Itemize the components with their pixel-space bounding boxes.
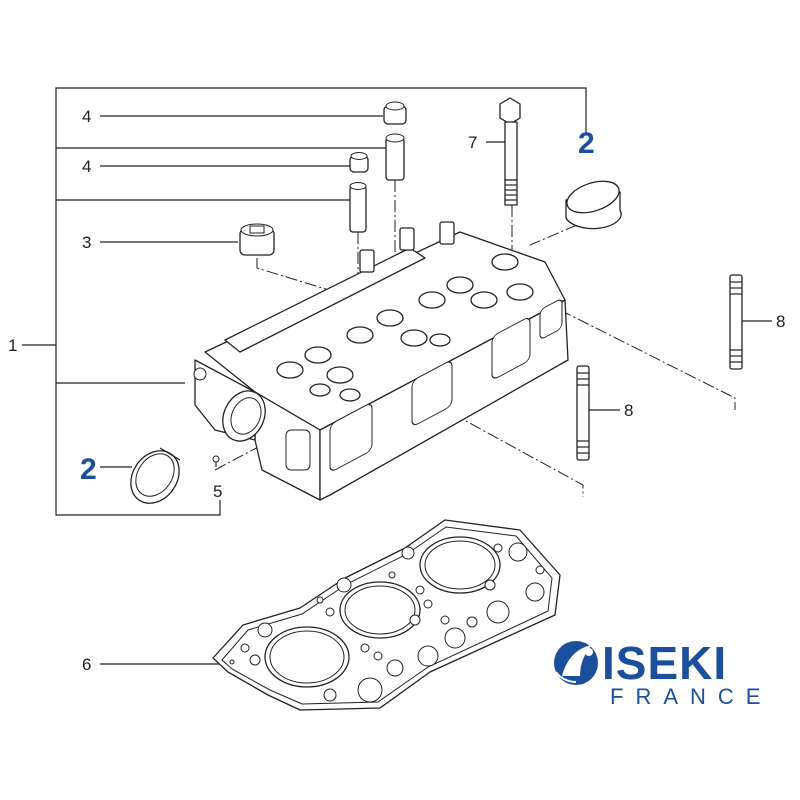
stud-right: [729, 274, 743, 370]
valve-ports: [276, 253, 534, 402]
gasket-holes: [229, 542, 545, 703]
plug-part: [239, 223, 275, 256]
logo-sub-text: FRANCE: [610, 684, 772, 709]
valve-stem-seal-upper: [383, 101, 407, 125]
callout-7: 7: [468, 133, 477, 152]
callout-4-top: 4: [82, 107, 91, 126]
side-ports: [329, 299, 563, 471]
valve-guide-lower: [349, 182, 367, 233]
callout-8-right: 8: [776, 312, 785, 331]
callout-4-mid: 4: [82, 157, 91, 176]
valve-guide-upper: [385, 133, 405, 181]
cylinder-head: [193, 221, 569, 501]
valve-stem-seal-lower: [349, 152, 369, 173]
callouts: 1 2 2 3 4 4 5 6 7 8 8: [8, 107, 785, 674]
iseki-emblem-icon: [554, 641, 598, 685]
gasket-bores: [264, 536, 501, 688]
head-bolt: [499, 97, 521, 206]
callout-2-top: 2: [578, 127, 595, 160]
callout-8-mid: 8: [624, 401, 633, 420]
dowel-pin: [212, 455, 220, 467]
assembly-bracket: [22, 87, 587, 516]
callout-3: 3: [82, 233, 91, 252]
expansion-plug-left: [130, 447, 181, 504]
expansion-plug-top: [565, 180, 622, 230]
leader-lines: [100, 115, 772, 665]
stud-middle: [576, 365, 590, 461]
callout-1: 1: [8, 336, 17, 355]
logo-brand-text: ISEKI: [602, 637, 727, 689]
callout-5: 5: [213, 482, 222, 501]
iseki-logo: ISEKI FRANCE: [554, 637, 772, 709]
callout-2-left: 2: [80, 453, 97, 486]
callout-6: 6: [82, 655, 91, 674]
head-gasket: [212, 519, 561, 711]
